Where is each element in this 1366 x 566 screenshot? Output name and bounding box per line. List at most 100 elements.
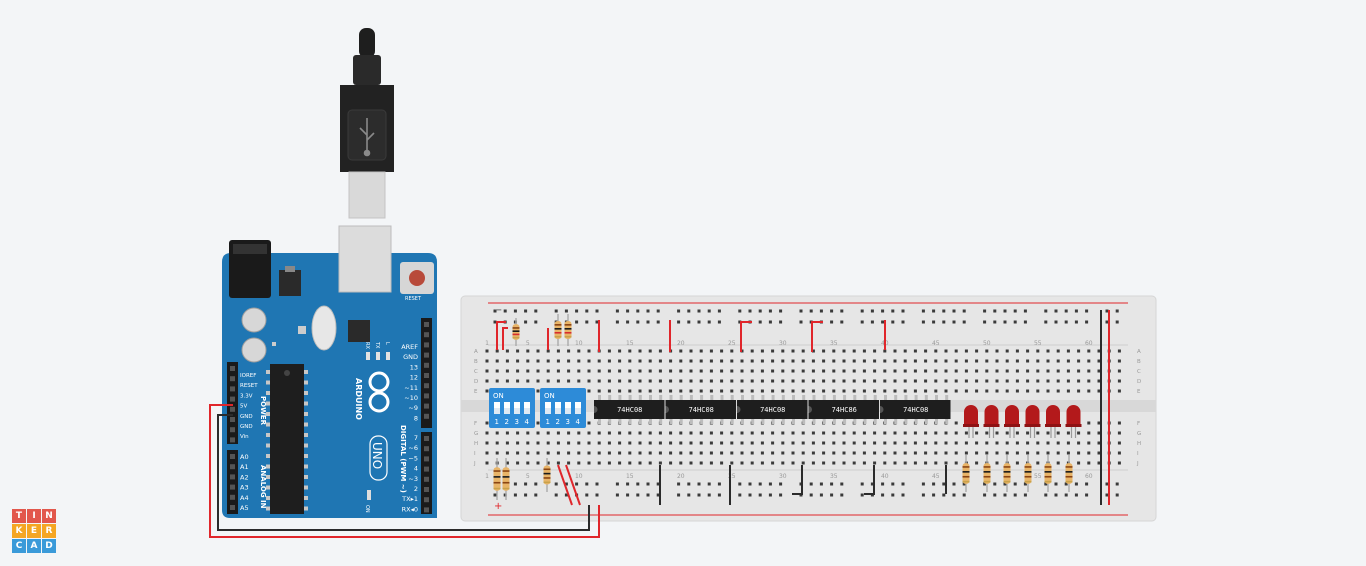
breadboard-hole[interactable] xyxy=(536,441,540,445)
rail-hole[interactable] xyxy=(503,493,507,497)
breadboard-hole[interactable] xyxy=(1066,451,1070,455)
rail-hole[interactable] xyxy=(534,309,538,313)
breadboard-hole[interactable] xyxy=(658,379,662,383)
breadboard-hole[interactable] xyxy=(1005,349,1009,353)
breadboard-hole[interactable] xyxy=(709,461,713,465)
breadboard-hole[interactable] xyxy=(607,431,611,435)
breadboard-hole[interactable] xyxy=(760,369,764,373)
breadboard-hole[interactable] xyxy=(862,369,866,373)
breadboard-hole[interactable] xyxy=(995,369,999,373)
breadboard-hole[interactable] xyxy=(1056,441,1060,445)
rail-hole[interactable] xyxy=(1085,493,1089,497)
breadboard-hole[interactable] xyxy=(1036,359,1040,363)
breadboard-hole[interactable] xyxy=(811,431,815,435)
rail-hole[interactable] xyxy=(779,320,783,324)
breadboard-hole[interactable] xyxy=(801,431,805,435)
rail-hole[interactable] xyxy=(1054,482,1058,486)
breadboard-hole[interactable] xyxy=(709,451,713,455)
rail-hole[interactable] xyxy=(983,493,987,497)
breadboard-hole[interactable] xyxy=(852,389,856,393)
breadboard-hole[interactable] xyxy=(750,451,754,455)
rail-hole[interactable] xyxy=(819,482,823,486)
breadboard-hole[interactable] xyxy=(730,461,734,465)
breadboard-hole[interactable] xyxy=(536,359,540,363)
breadboard-hole[interactable] xyxy=(913,431,917,435)
breadboard-hole[interactable] xyxy=(924,461,928,465)
breadboard-hole[interactable] xyxy=(740,359,744,363)
breadboard-hole[interactable] xyxy=(720,441,724,445)
rail-hole[interactable] xyxy=(1003,493,1007,497)
breadboard-hole[interactable] xyxy=(995,441,999,445)
breadboard-hole[interactable] xyxy=(658,389,662,393)
rail-hole[interactable] xyxy=(840,309,844,313)
header-hole[interactable] xyxy=(230,396,235,402)
breadboard-hole[interactable] xyxy=(526,349,530,353)
breadboard-hole[interactable] xyxy=(556,359,560,363)
resistor[interactable] xyxy=(1044,455,1052,492)
rail-hole[interactable] xyxy=(738,309,742,313)
header-pin-holes[interactable] xyxy=(230,322,429,513)
rail-hole[interactable] xyxy=(707,309,711,313)
rail-hole[interactable] xyxy=(1064,493,1068,497)
breadboard-hole[interactable] xyxy=(1087,421,1091,425)
led[interactable] xyxy=(1004,405,1020,438)
breadboard-hole[interactable] xyxy=(934,441,938,445)
breadboard-hole[interactable] xyxy=(1036,389,1040,393)
rail-hole[interactable] xyxy=(1064,482,1068,486)
breadboard-hole[interactable] xyxy=(975,349,979,353)
breadboard-hole[interactable] xyxy=(1077,359,1081,363)
header-hole[interactable] xyxy=(230,437,235,443)
breadboard-hole[interactable] xyxy=(791,379,795,383)
rail-hole[interactable] xyxy=(809,309,813,313)
rail-hole[interactable] xyxy=(891,493,895,497)
rail-hole[interactable] xyxy=(748,309,752,313)
logic-chip[interactable]: 74HC08 xyxy=(737,395,808,424)
breadboard-hole[interactable] xyxy=(944,389,948,393)
breadboard-hole[interactable] xyxy=(822,461,826,465)
rail-hole[interactable] xyxy=(585,320,589,324)
breadboard-hole[interactable] xyxy=(699,431,703,435)
breadboard-hole[interactable] xyxy=(1036,349,1040,353)
rail-hole[interactable] xyxy=(615,482,619,486)
breadboard-hole[interactable] xyxy=(1066,379,1070,383)
breadboard-hole[interactable] xyxy=(536,451,540,455)
rail-hole[interactable] xyxy=(942,309,946,313)
breadboard-hole[interactable] xyxy=(893,431,897,435)
breadboard-hole[interactable] xyxy=(536,431,540,435)
header-hole[interactable] xyxy=(424,362,429,368)
breadboard-hole[interactable] xyxy=(1015,369,1019,373)
breadboard-hole[interactable] xyxy=(750,359,754,363)
rail-hole[interactable] xyxy=(626,482,630,486)
breadboard-hole[interactable] xyxy=(607,451,611,455)
rail-hole[interactable] xyxy=(595,493,599,497)
rail-hole[interactable] xyxy=(860,493,864,497)
breadboard-hole[interactable] xyxy=(893,451,897,455)
logic-chip[interactable]: 74HC08 xyxy=(665,395,737,424)
breadboard-hole[interactable] xyxy=(771,451,775,455)
rail-hole[interactable] xyxy=(758,482,762,486)
breadboard-hole[interactable] xyxy=(658,441,662,445)
rail-hole[interactable] xyxy=(779,309,783,313)
breadboard-hole[interactable] xyxy=(903,461,907,465)
breadboard-hole[interactable] xyxy=(934,451,938,455)
breadboard-hole[interactable] xyxy=(913,389,917,393)
breadboard-hole[interactable] xyxy=(1097,421,1101,425)
breadboard-hole[interactable] xyxy=(995,451,999,455)
breadboard-hole[interactable] xyxy=(1087,349,1091,353)
rail-hole[interactable] xyxy=(748,482,752,486)
breadboard-hole[interactable] xyxy=(658,431,662,435)
breadboard-hole[interactable] xyxy=(740,431,744,435)
breadboard-hole[interactable] xyxy=(587,431,591,435)
rail-hole[interactable] xyxy=(993,320,997,324)
breadboard-hole[interactable] xyxy=(883,359,887,363)
breadboard-hole[interactable] xyxy=(1026,379,1030,383)
breadboard-hole[interactable] xyxy=(567,379,571,383)
breadboard-hole[interactable] xyxy=(495,369,499,373)
breadboard-hole[interactable] xyxy=(1117,389,1121,393)
breadboard-hole[interactable] xyxy=(526,451,530,455)
breadboard-hole[interactable] xyxy=(720,379,724,383)
rail-hole[interactable] xyxy=(891,309,895,313)
breadboard-hole[interactable] xyxy=(536,461,540,465)
breadboard-hole[interactable] xyxy=(1046,451,1050,455)
breadboard-hole[interactable] xyxy=(556,451,560,455)
